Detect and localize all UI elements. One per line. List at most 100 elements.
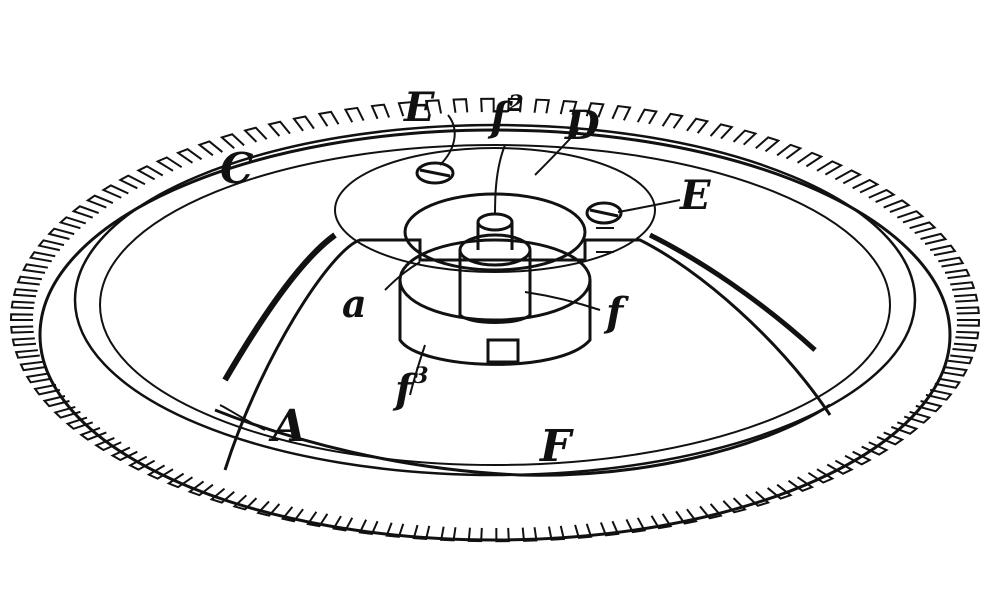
gear-tooth [826, 459, 854, 475]
leader-d [534, 129, 579, 176]
plate-d [334, 147, 656, 273]
gear-tooth [661, 112, 684, 129]
gear-tooth [574, 523, 593, 539]
gear-tooth [412, 524, 431, 541]
gear-tooth [136, 165, 164, 181]
gear-tooth [625, 517, 647, 534]
label-a-small: a [342, 281, 367, 326]
gear-tooth [452, 98, 469, 113]
gear-tooth [650, 513, 673, 530]
dome-f-base [214, 403, 831, 477]
leader-a-small [384, 261, 421, 291]
gear-tooth [58, 216, 87, 230]
gear-tooth [816, 160, 844, 176]
gear-tooth [358, 519, 379, 536]
gear-tooth [306, 511, 329, 528]
gear-tooth [71, 205, 100, 219]
gear-tooth [852, 178, 880, 194]
gear-tooth [796, 151, 824, 168]
sleeve-f3 [398, 280, 592, 366]
gear-tooth [12, 288, 38, 298]
gear-tooth [85, 194, 114, 209]
gear-tooth [521, 527, 538, 542]
gear-tooth [79, 426, 107, 441]
gear-tooth [47, 227, 75, 241]
gear-teeth [9, 97, 981, 543]
gear-tooth [732, 129, 758, 146]
leader-a-big [219, 404, 266, 431]
label-f: F [540, 421, 572, 472]
gear-tooth [9, 313, 34, 321]
label-f2: f2 [490, 91, 524, 141]
gear-tooth [317, 110, 340, 127]
gear-tooth [909, 221, 937, 235]
gear-tooth [807, 468, 835, 484]
gear-tooth [280, 506, 304, 523]
gear-tooth [559, 99, 578, 116]
gear-tooth [699, 503, 723, 520]
label-f3: f3 [395, 363, 429, 413]
gear-tooth [611, 104, 632, 121]
gear-tooth [440, 526, 457, 542]
gear-tooth [155, 156, 183, 172]
gear-tooth [868, 188, 896, 204]
gear-tooth [787, 476, 815, 492]
gear-tooth [766, 483, 793, 500]
gear-tooth [16, 275, 43, 286]
gear-tooth [636, 108, 658, 125]
leader-f3 [409, 344, 426, 396]
gear-tooth [209, 487, 235, 504]
gear-tooth [925, 388, 953, 401]
dome-f-shade-right [648, 232, 817, 352]
label-a-big: A [272, 401, 307, 452]
gear-tooth [175, 148, 203, 164]
gear-tooth [197, 140, 224, 157]
gear-tooth [861, 441, 889, 456]
gear-tooth [243, 126, 268, 143]
gear-tooth [956, 306, 980, 315]
gear-tooth [585, 102, 605, 118]
gear-tooth [19, 360, 46, 372]
gear-tooth [934, 377, 962, 389]
screw-e-top [415, 161, 455, 185]
gear-tooth [53, 405, 81, 419]
gear-tooth [834, 169, 863, 185]
gear-tooth [955, 330, 980, 340]
gear-inner-face-edge [99, 144, 891, 466]
gear-tooth [14, 349, 40, 359]
gear-tooth [42, 395, 70, 408]
gear-tooth [10, 325, 34, 334]
gear-tooth [28, 251, 56, 263]
gear-tooth [10, 300, 35, 310]
gear-tooth [11, 337, 37, 347]
gear-tooth [942, 366, 968, 377]
leader-e-right [617, 199, 681, 213]
gear-tooth [903, 410, 932, 424]
gear-tooth [599, 520, 620, 537]
gear-tooth [370, 103, 391, 120]
gear-tooth [33, 383, 61, 396]
sleeve-f3-top [398, 238, 592, 322]
gear-tooth [938, 256, 965, 268]
dome-f-shade-left [222, 232, 337, 382]
gear-tooth [467, 527, 483, 543]
gear-tooth [256, 500, 281, 517]
gear-tooth [890, 421, 919, 435]
gear-tooth [332, 515, 354, 532]
dome-f [223, 238, 832, 471]
gear-tooth [947, 354, 974, 365]
gear-tooth [920, 232, 948, 245]
gear-tooth [929, 244, 957, 257]
gear-tooth [25, 372, 52, 384]
gear-tooth [495, 527, 510, 543]
label-d: D [565, 102, 600, 149]
gear-tooth [267, 120, 291, 137]
leader-e-top [439, 114, 456, 166]
gear-tooth [944, 268, 971, 280]
gear-tooth [166, 472, 194, 489]
leader-f2 [494, 144, 506, 216]
gear-tooth [915, 399, 943, 413]
sleeve-notch [486, 338, 520, 364]
gear-tooth [94, 436, 122, 452]
